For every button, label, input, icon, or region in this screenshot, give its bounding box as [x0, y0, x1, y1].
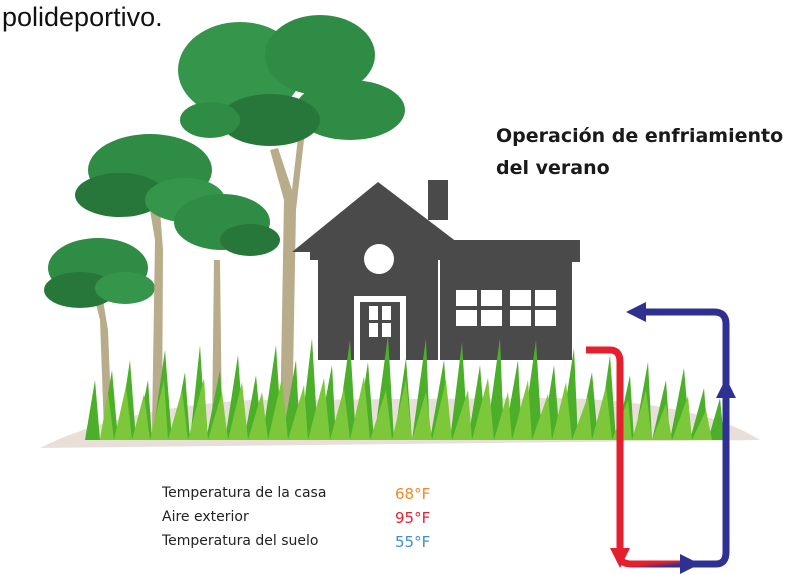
tree-small	[174, 194, 280, 430]
temp-label-ground: Temperatura del suelo	[162, 533, 319, 549]
cold-pipe-left-arrow	[626, 302, 646, 322]
intro-text-fragment: polideportivo.	[2, 2, 163, 32]
temp-label-outdoor-air: Aire exterior	[162, 509, 249, 525]
title-line-2: del verano	[496, 157, 610, 179]
house	[292, 180, 580, 360]
extension-roof	[440, 240, 580, 262]
geothermal-loop	[586, 302, 736, 574]
temp-row-ground: Temperatura del suelo 55°F	[162, 533, 452, 557]
temp-label-house: Temperatura de la casa	[162, 485, 327, 501]
bottom-pipe	[616, 555, 690, 568]
title-line-1: Operación de enfriamiento	[496, 125, 784, 147]
temp-value-house: 68°F	[395, 485, 431, 503]
hot-pipe	[586, 346, 624, 550]
tree-left	[44, 238, 155, 430]
temp-value-outdoor-air: 95°F	[395, 509, 431, 527]
chimney	[428, 180, 448, 220]
door	[360, 302, 400, 360]
cold-pipe-up-arrow	[716, 378, 736, 398]
tree-tall	[178, 15, 405, 430]
temp-row-outdoor-air: Aire exterior 95°F	[162, 509, 452, 533]
grass	[85, 335, 724, 440]
cold-return-pipe	[640, 308, 730, 568]
temp-value-ground: 55°F	[395, 533, 431, 551]
house-roof	[292, 182, 470, 260]
window-left	[456, 290, 502, 326]
temp-row-house: Temperatura de la casa 68°F	[162, 485, 452, 509]
temperature-legend: Temperatura de la casa 68°F Aire exterio…	[162, 485, 452, 557]
window-right	[510, 290, 556, 326]
diagram-title: Operación de enfriamiento del verano	[496, 120, 786, 184]
round-window	[364, 244, 394, 274]
